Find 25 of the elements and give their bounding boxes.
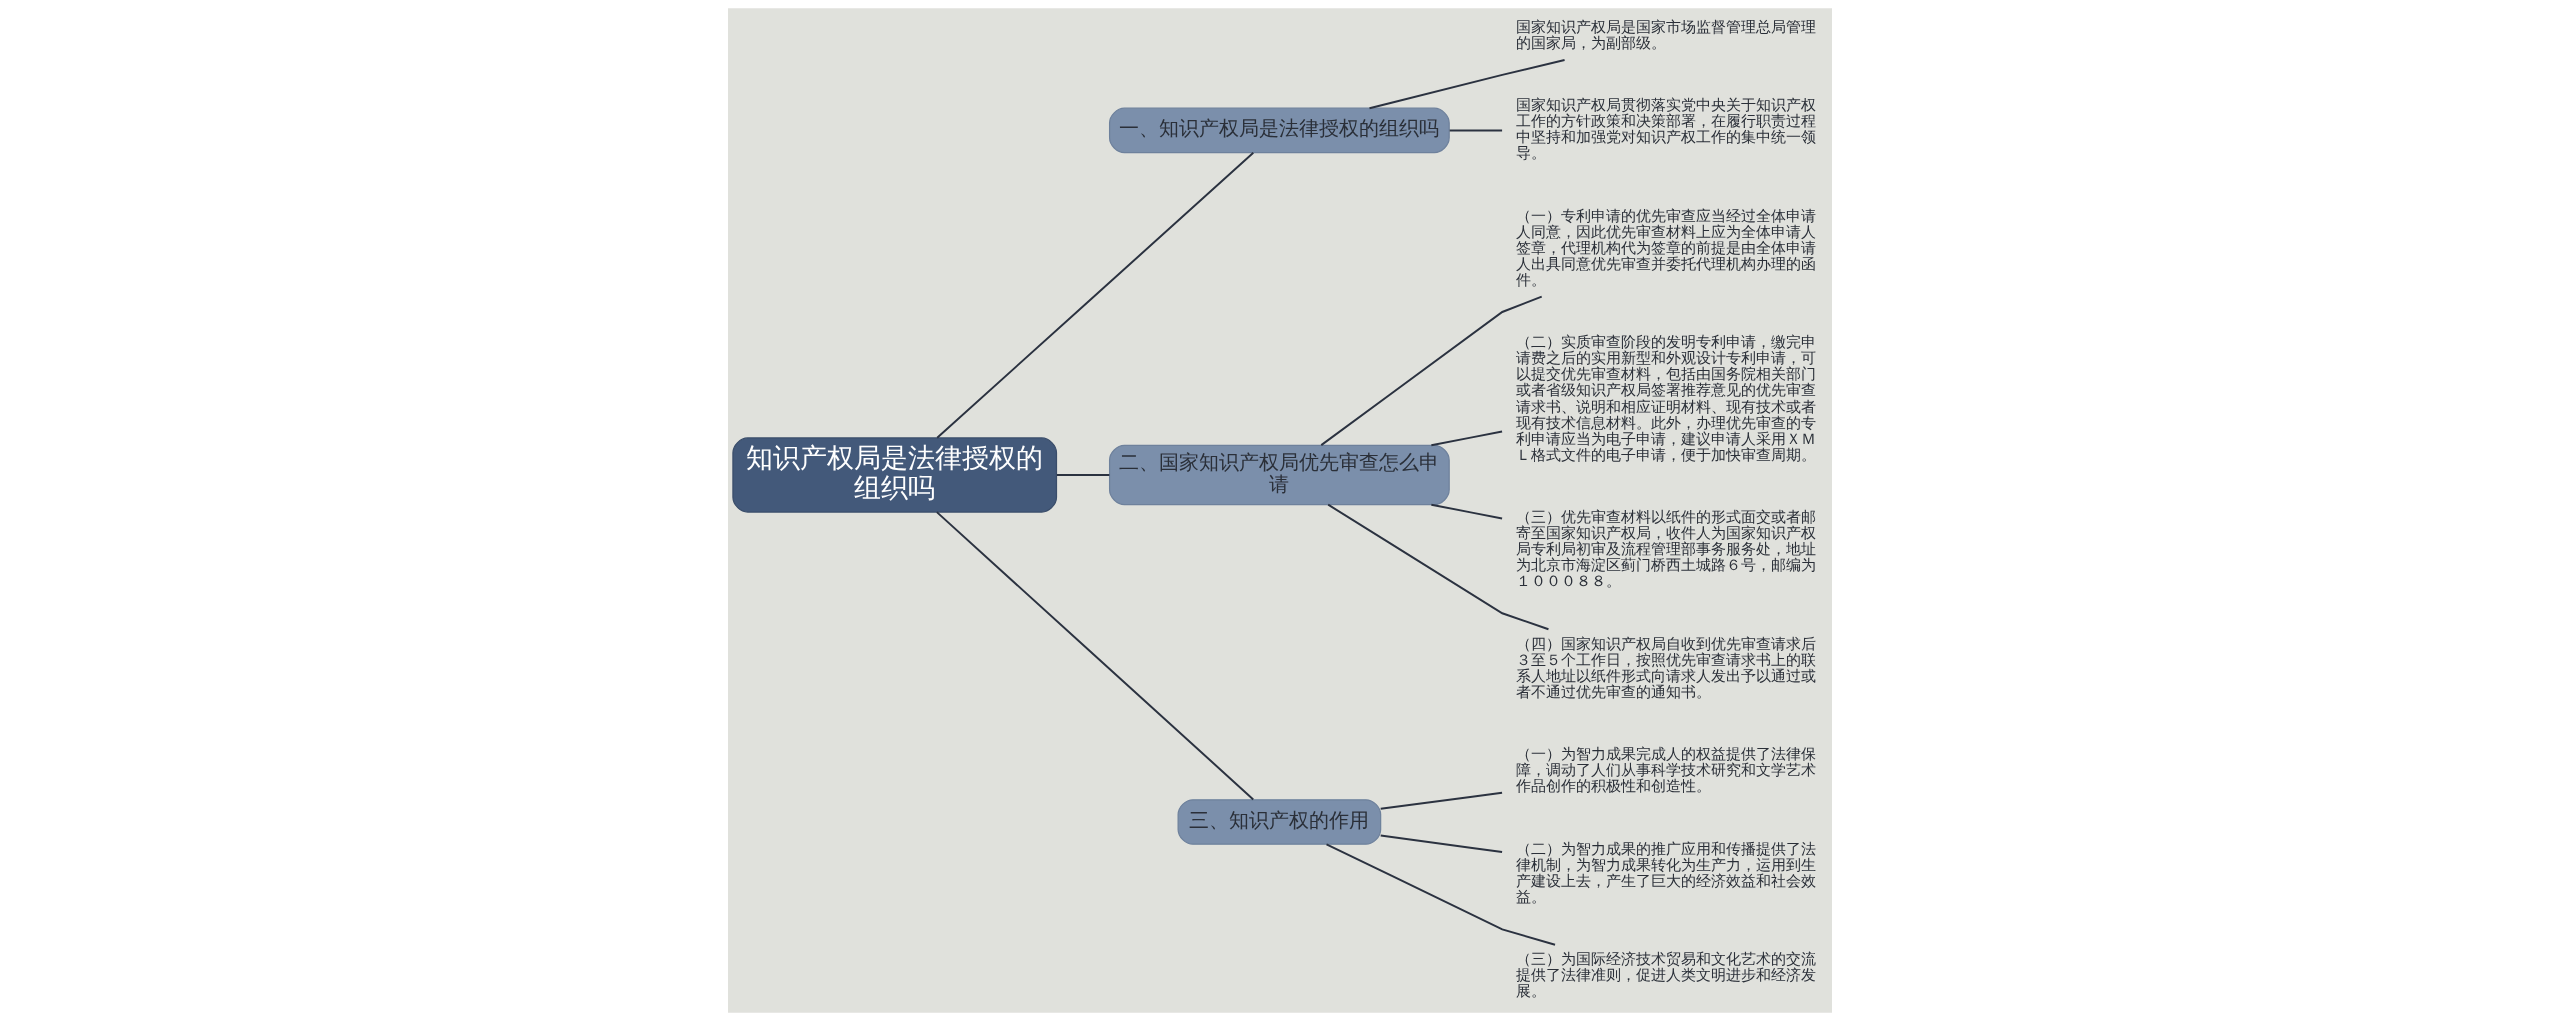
node-box: 三、知识产权的作用: [1177, 799, 1382, 845]
connector: [1430, 503, 1504, 520]
node-box: 一、知识产权局是法律授权的组织吗: [1108, 107, 1450, 154]
node-text: （一）为智力成果完成人的权益提供了法律保障，调动了人们从事科学技术研究和文学艺术作品创作的积极性和创造性。: [1515, 745, 1816, 795]
node-box: 知识产权局是法律授权的组织吗: [732, 437, 1058, 513]
connector: [1327, 503, 1550, 631]
node-text: （四）国家知识产权局自收到优先审查请求后３至５个工作日，按照优先审查请求书上的联系人地址以纸件形式向请求人发出予以通过或者不通过优先审查的通知书。: [1515, 634, 1816, 700]
connector: [1320, 295, 1543, 447]
connector: [1325, 843, 1557, 946]
connector: [1448, 129, 1504, 132]
node-text: （一）专利申请的优先审查应当经过全体申请人同意，因此优先审查材料上应为全体申请人签章，代理机构代为签章的前提是由全体申请人出具同意优先审查并委托代理机构办理的函件。: [1515, 206, 1816, 288]
node-text: （二）为智力成果的推广应用和传播提供了法律机制，为智力成果转化为生产力，运用到生产建设上去，产生了巨大的经济效益和社会效益。: [1515, 839, 1816, 905]
node-text: 国家知识产权局贯彻落实党中央关于知识产权工作的方针政策和决策部署，在履行职责过程中坚持和加强党对知识产权工作的集中统一领导。: [1515, 96, 1816, 162]
connector: [1368, 59, 1566, 110]
connector: [1430, 430, 1504, 447]
node-text: 国家知识产权局是国家市场监督管理总局管理的国家局，为副部级。: [1515, 18, 1816, 52]
connector: [936, 151, 1255, 439]
node-box: 二、国家知识产权局优先审查怎么申请: [1108, 444, 1450, 506]
connector: [1379, 834, 1504, 853]
connector: [935, 511, 1255, 801]
node-text: （二）实质审查阶段的发明专利申请，缴完申请费之后的实用新型和外观设计专利申请，可以提交优先审查材料，包括由国务院相关部门或者省级知识产权局签署推荐意见的优先审查请求书、说明和相应证明材料、现有技术或者现有技术信息材料。此外，办理优先审查的专利申请应当为电子申请，建议申请人采用ＸＭＬ格式文件的电子申请，便于加快审查周期。: [1515, 333, 1816, 463]
connector: [1379, 791, 1504, 810]
node-text: （三）优先审查材料以纸件的形式面交或者邮寄至国家知识产权局，收件人为国家知识产权局专利局初审及流程管理部事务服务处，地址为北京市海淀区蓟门桥西土城路６号，邮编为１０００８８。: [1515, 508, 1816, 590]
node-text: （三）为国际经济技术贸易和文化艺术的交流提供了法律准则，促进人类文明进步和经济发展。: [1515, 950, 1816, 1000]
connector: [1055, 474, 1111, 476]
